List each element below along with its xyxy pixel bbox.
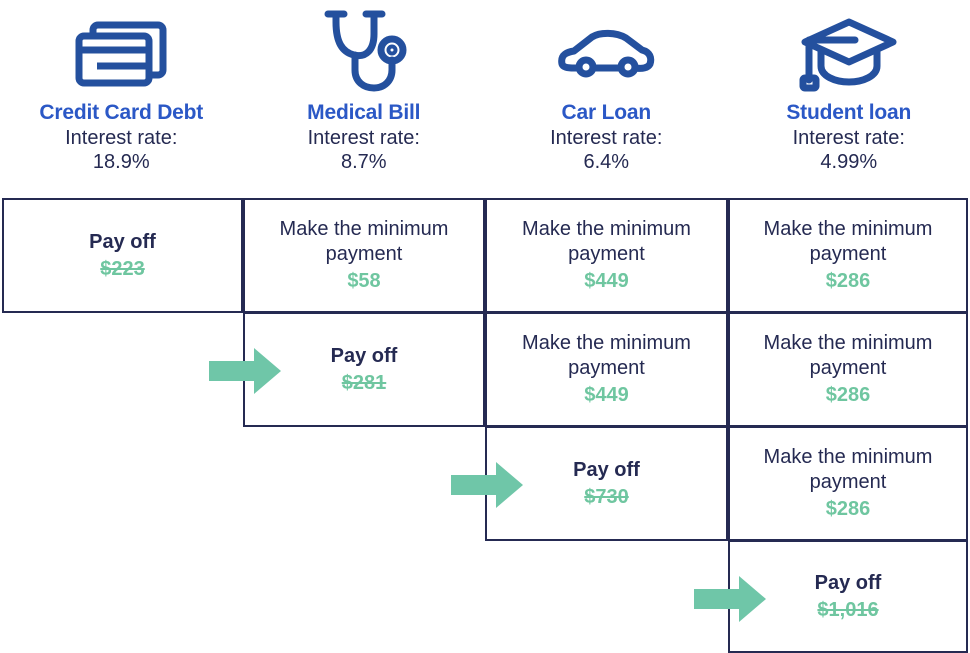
debt-name: Car Loan bbox=[561, 101, 652, 124]
table-cell: Make the minimum payment $449 bbox=[485, 312, 728, 427]
cell-action: Pay off bbox=[89, 230, 156, 253]
table-cell: Pay off $223 bbox=[2, 198, 243, 313]
cell-action: Make the minimum payment bbox=[522, 332, 691, 379]
cell-amount: $286 bbox=[825, 270, 871, 292]
debt-snowball-table: Pay off $223 Make the minimum payment $5… bbox=[0, 196, 970, 653]
cascade-arrow-icon bbox=[209, 348, 281, 394]
interest-rate-label: Interest rate: bbox=[550, 127, 663, 149]
interest-rate-label: Interest rate: bbox=[65, 127, 178, 149]
debt-name: Medical Bill bbox=[307, 101, 421, 124]
graduation-cap-icon bbox=[797, 8, 901, 100]
cascade-arrow-icon bbox=[694, 576, 766, 622]
interest-rate-value: 4.99% bbox=[820, 151, 878, 173]
cell-action: Make the minimum payment bbox=[522, 218, 691, 265]
cell-action: Pay off bbox=[814, 571, 882, 594]
debt-header-car-loan: Car Loan Interest rate: 6.4% bbox=[485, 0, 728, 196]
cell-amount: $1,016 bbox=[817, 598, 879, 621]
stethoscope-icon bbox=[314, 8, 414, 100]
interest-rate-value: 8.7% bbox=[340, 151, 387, 173]
debt-header-credit-card: Credit Card Debt Interest rate: 18.9% bbox=[0, 0, 243, 196]
table-cell: Make the minimum payment $286 bbox=[728, 198, 968, 313]
cascade-arrow-icon bbox=[451, 462, 523, 508]
interest-rate-value: 6.4% bbox=[583, 151, 630, 173]
cell-amount: $286 bbox=[825, 498, 871, 520]
car-icon bbox=[554, 8, 658, 100]
cell-action: Pay off bbox=[573, 458, 640, 481]
cell-amount: $58 bbox=[347, 270, 381, 292]
cell-amount: $449 bbox=[584, 384, 629, 406]
table-cell: Make the minimum payment $449 bbox=[485, 198, 728, 313]
cell-amount: $281 bbox=[341, 371, 387, 394]
cell-amount: $223 bbox=[100, 257, 145, 280]
table-cell: Pay off $281 bbox=[243, 312, 485, 427]
table-cell: Pay off $1,016 bbox=[728, 540, 968, 653]
cell-amount: $449 bbox=[584, 270, 629, 292]
table-cell: Make the minimum payment $286 bbox=[728, 312, 968, 427]
cell-action: Make the minimum payment bbox=[763, 218, 933, 265]
interest-rate-value: 18.9% bbox=[92, 151, 150, 173]
table-cell: Pay off $730 bbox=[485, 426, 728, 541]
cell-action: Make the minimum payment bbox=[763, 332, 933, 379]
debt-headers: Credit Card Debt Interest rate: 18.9% Me… bbox=[0, 0, 970, 196]
debt-name: Credit Card Debt bbox=[39, 101, 204, 124]
cell-amount: $730 bbox=[584, 485, 629, 508]
cell-action: Make the minimum payment bbox=[763, 446, 933, 493]
debt-header-medical-bill: Medical Bill Interest rate: 8.7% bbox=[243, 0, 486, 196]
cell-action: Pay off bbox=[330, 344, 398, 367]
table-cell: Make the minimum payment $286 bbox=[728, 426, 968, 541]
credit-card-icon bbox=[73, 8, 169, 100]
debt-name: Student loan bbox=[786, 101, 912, 124]
interest-rate-label: Interest rate: bbox=[307, 127, 420, 149]
table-cell: Make the minimum payment $58 bbox=[243, 198, 485, 313]
debt-header-student-loan: Student loan Interest rate: 4.99% bbox=[728, 0, 970, 196]
cell-amount: $286 bbox=[825, 384, 871, 406]
cell-action: Make the minimum payment bbox=[279, 218, 449, 265]
interest-rate-label: Interest rate: bbox=[792, 127, 905, 149]
